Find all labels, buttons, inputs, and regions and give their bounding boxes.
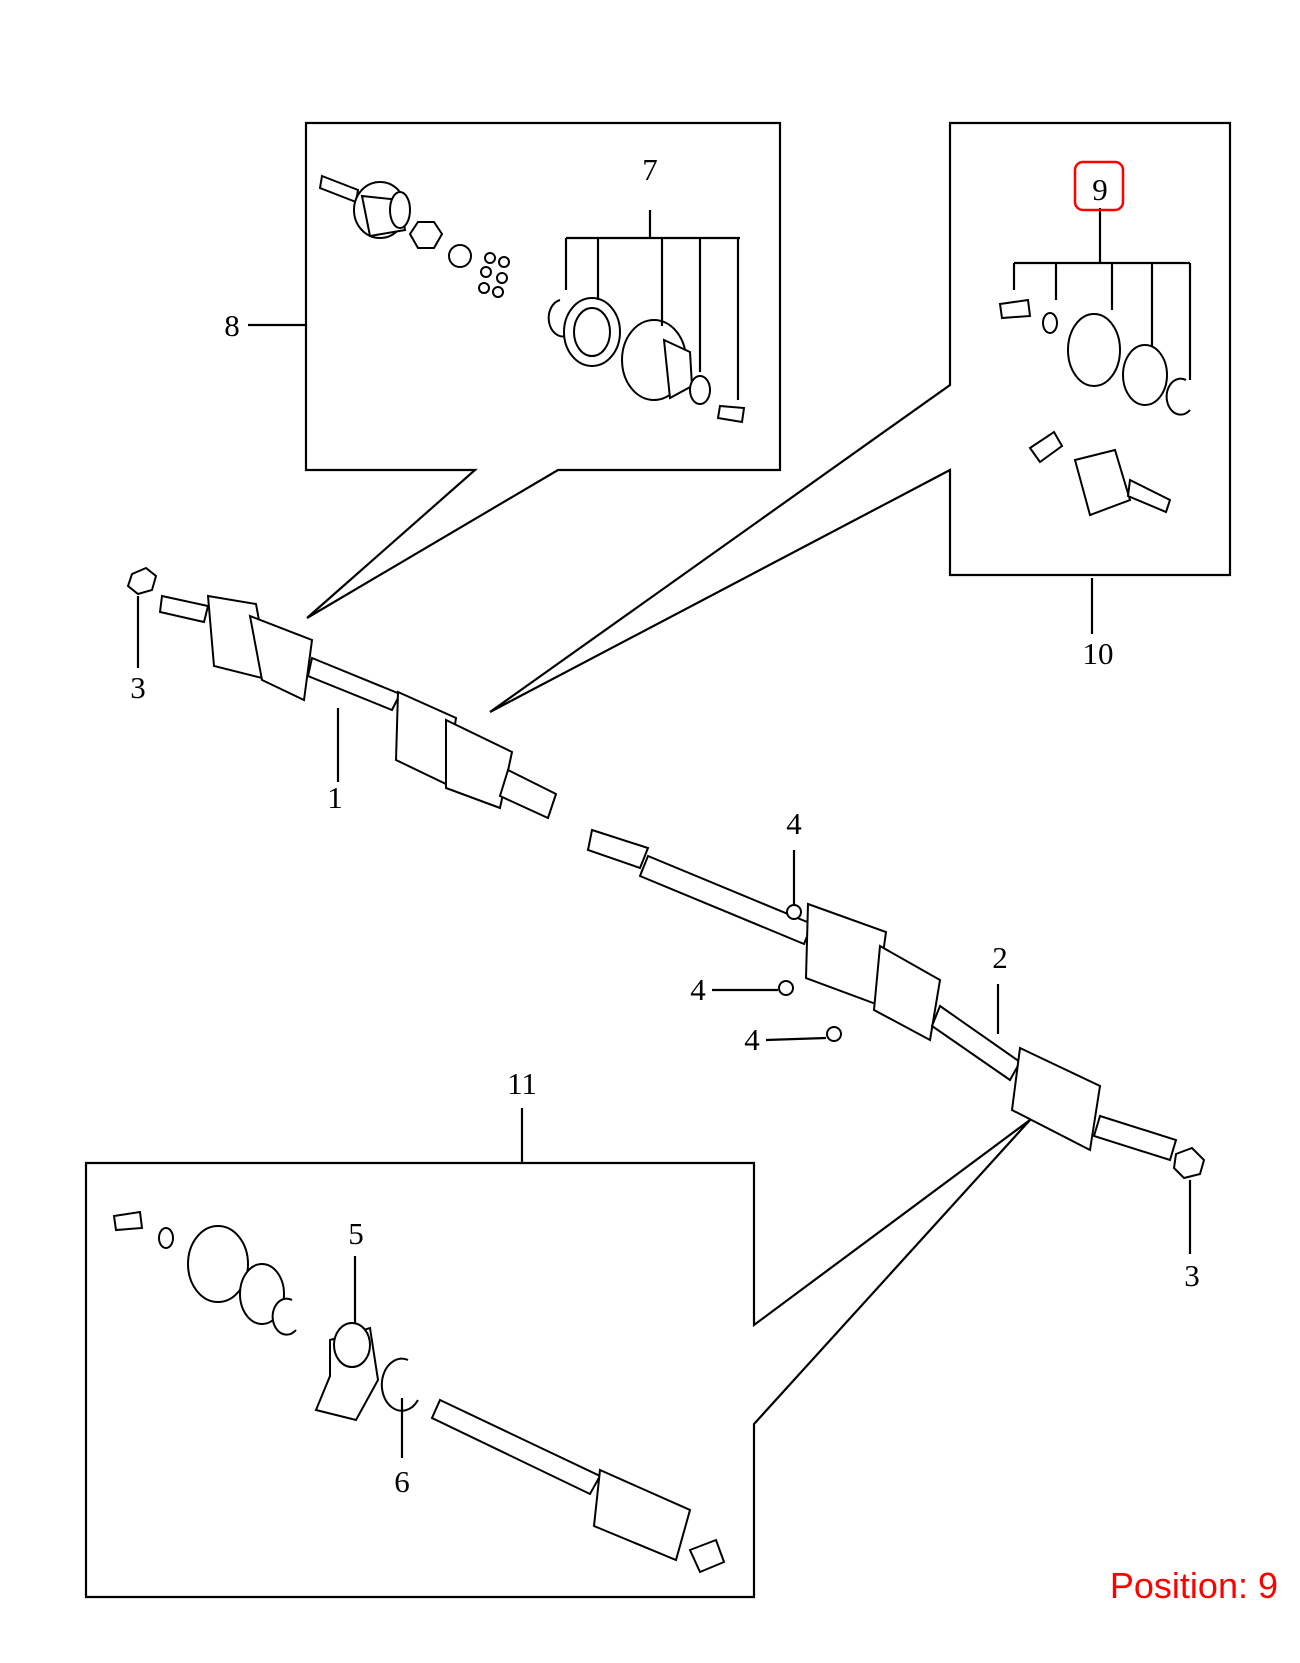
bolts-4 (778, 904, 842, 1042)
label-4-middle: 4 (690, 972, 706, 1007)
inset-box-10 (489, 121, 1232, 713)
label-4-bottom: 4 (744, 1022, 760, 1057)
highlight-box-9 (1073, 160, 1125, 212)
position-indicator: Position: 9 (1109, 1565, 1278, 1606)
label-8: 8 (224, 308, 240, 343)
label-3-left: 3 (130, 670, 146, 705)
inner-joint-kit-parts (998, 298, 1191, 517)
label-11: 11 (507, 1066, 537, 1101)
label-3-right: 3 (1184, 1258, 1200, 1293)
label-4-top: 4 (786, 806, 802, 841)
label-5: 5 (348, 1216, 364, 1251)
label-2: 2 (992, 940, 1008, 975)
drive-shaft-1 (126, 566, 558, 820)
label-6: 6 (394, 1464, 410, 1499)
label-1: 1 (327, 780, 343, 815)
drive-shaft-2 (586, 828, 1206, 1180)
inset-box-8 (304, 121, 782, 619)
label-10: 10 (1083, 636, 1114, 671)
label-7: 7 (642, 152, 658, 187)
outer-joint-kit-parts (318, 174, 746, 424)
inner-joint-parts-11 (112, 1210, 726, 1574)
label-9: 9 (1092, 172, 1108, 207)
inset-box-11 (84, 1119, 1031, 1599)
